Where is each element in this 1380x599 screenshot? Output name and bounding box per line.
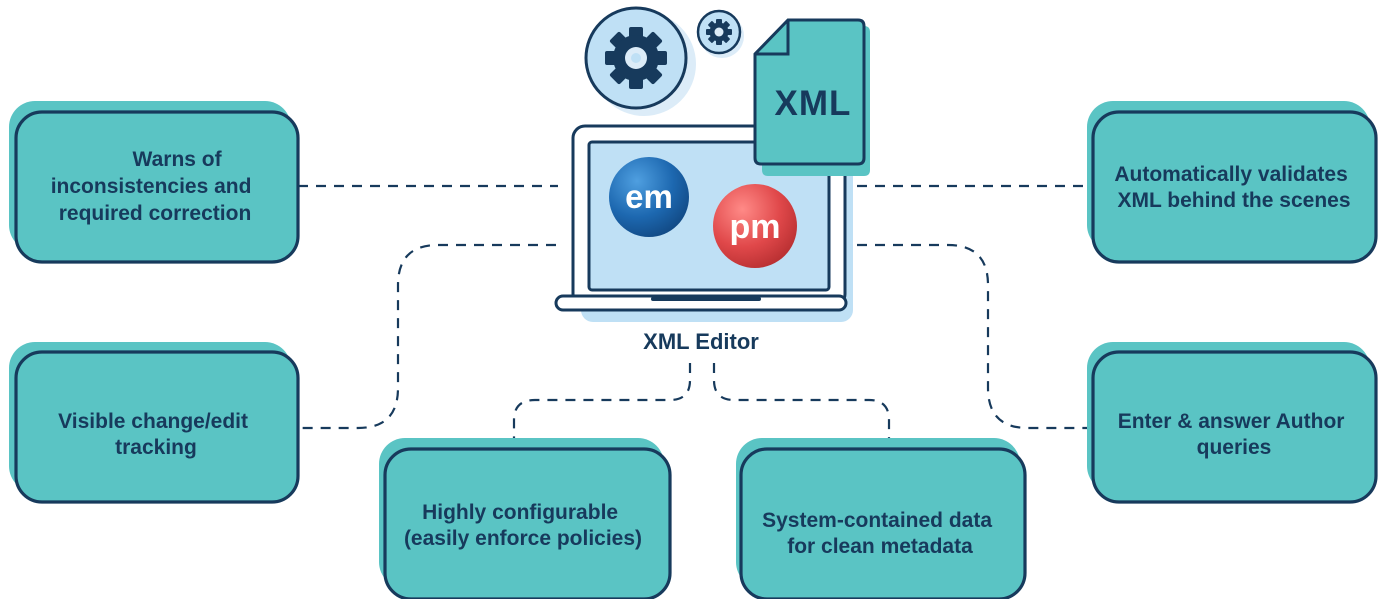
gear-icon bbox=[584, 6, 696, 116]
feature-text-warns: Warns of inconsistencies and required co… bbox=[51, 148, 258, 225]
feature-box-tracking: Visible change/edit tracking bbox=[9, 342, 300, 504]
xml-document-icon: XML bbox=[753, 18, 870, 176]
page-title: XML Editor bbox=[643, 329, 759, 354]
em-badge: em bbox=[609, 157, 689, 237]
svg-text:pm: pm bbox=[730, 208, 781, 246]
connectors bbox=[298, 184, 1092, 442]
feature-box-metadata: System-contained data for clean metadata bbox=[736, 438, 1027, 599]
connector-metadata bbox=[712, 363, 891, 442]
connector-configurable bbox=[512, 363, 692, 442]
svg-text:em: em bbox=[625, 178, 673, 215]
pm-badge: pm bbox=[713, 184, 797, 268]
connector-tracking bbox=[298, 243, 556, 430]
feature-text-metadata: System-contained data for clean metadata bbox=[762, 509, 998, 558]
xml-editor-illustration: em pm XML XML Editor bbox=[554, 6, 870, 354]
connector-queries bbox=[857, 243, 1092, 430]
feature-box-queries: Enter & answer Author queries bbox=[1087, 342, 1378, 504]
feature-text-tracking: Visible change/edit tracking bbox=[58, 410, 254, 459]
feature-text-configurable: Highly configurable (easily enforce poli… bbox=[404, 501, 642, 550]
xml-document-label: XML bbox=[775, 84, 852, 123]
feature-box-configurable: Highly configurable (easily enforce poli… bbox=[379, 438, 672, 599]
feature-box-warns: Warns of inconsistencies and required co… bbox=[9, 101, 300, 264]
feature-text-queries: Enter & answer Author queries bbox=[1118, 410, 1351, 459]
feature-box-validates: Automatically validates XML behind the s… bbox=[1087, 101, 1378, 264]
small-gear-icon bbox=[696, 9, 744, 58]
feature-text-validates: Automatically validates XML behind the s… bbox=[1114, 163, 1353, 212]
